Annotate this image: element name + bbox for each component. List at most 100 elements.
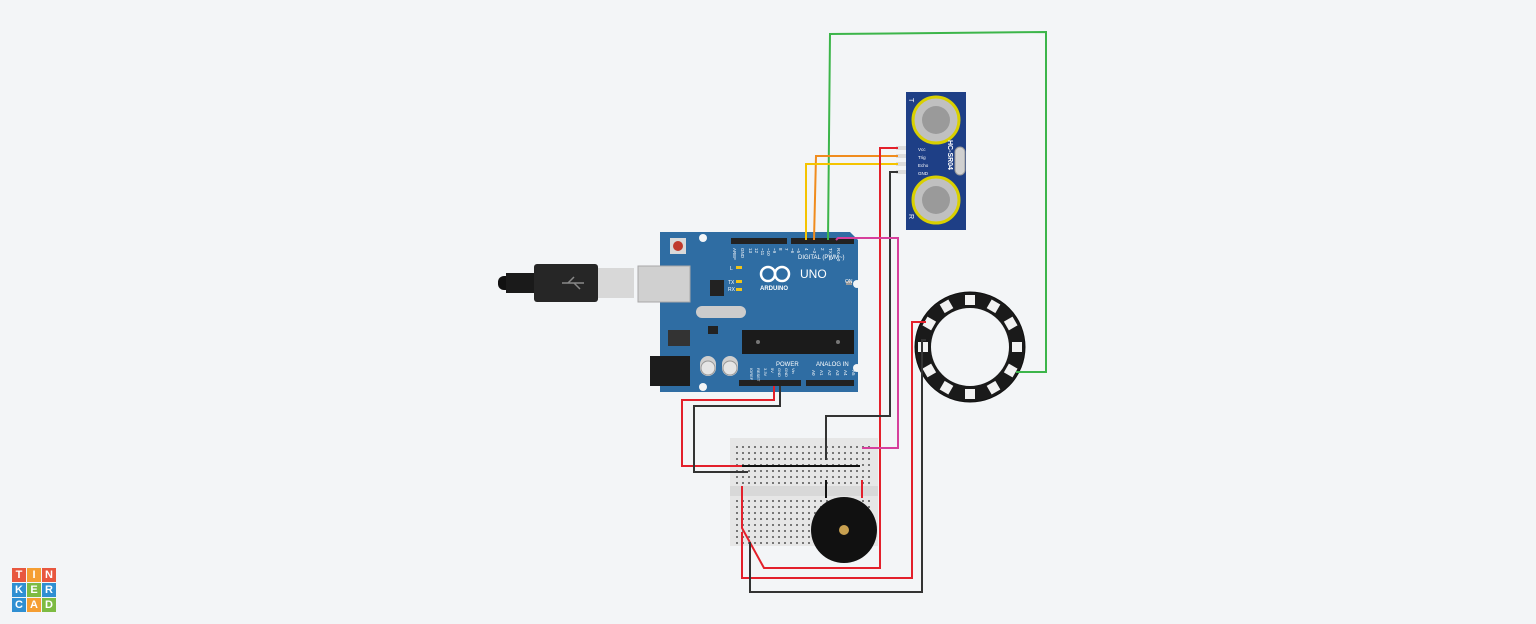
power-pin-label: 3.3V <box>763 368 768 377</box>
breadboard-hole <box>784 482 786 484</box>
breadboard-hole <box>742 458 744 460</box>
breadboard-hole <box>808 542 810 544</box>
breadboard-hole <box>754 542 756 544</box>
breadboard-hole <box>790 446 792 448</box>
neopixel-led <box>1003 316 1018 331</box>
breadboard-hole <box>748 506 750 508</box>
breadboard-hole <box>844 470 846 472</box>
breadboard-hole <box>766 518 768 520</box>
breadboard-hole <box>772 530 774 532</box>
breadboard-hole <box>742 452 744 454</box>
sensor-pin-label: Trig <box>918 155 926 160</box>
wire-black-sensor[interactable] <box>825 171 898 460</box>
breadboard-hole <box>772 452 774 454</box>
digital-pin-label: 12 <box>754 248 759 254</box>
breadboard-hole <box>790 536 792 538</box>
breadboard-hole <box>808 530 810 532</box>
breadboard-hole <box>814 446 816 448</box>
breadboard-hole <box>778 500 780 502</box>
arduino-uno-board[interactable] <box>637 232 861 392</box>
breadboard-hole <box>778 524 780 526</box>
breadboard-hole <box>802 452 804 454</box>
breadboard-hole <box>754 452 756 454</box>
neopixel-ring[interactable] <box>914 291 1026 403</box>
wire-red-sensor[interactable] <box>741 147 898 569</box>
breadboard-hole <box>796 524 798 526</box>
aref-pin-label: AREF <box>732 248 737 260</box>
breadboard-hole <box>766 458 768 460</box>
wire-yellow[interactable] <box>805 163 898 240</box>
breadboard-hole <box>736 476 738 478</box>
wire-red-ring[interactable] <box>741 321 926 579</box>
power-pin-label: 5V <box>770 368 775 373</box>
breadboard-hole <box>838 476 840 478</box>
wire-red-5v[interactable] <box>681 386 775 467</box>
breadboard-hole <box>838 470 840 472</box>
breadboard-hole <box>748 446 750 448</box>
power-pin-label: Vin <box>791 368 796 374</box>
breadboard-hole <box>736 518 738 520</box>
breadboard-hole <box>760 542 762 544</box>
breadboard-hole <box>748 482 750 484</box>
breadboard-hole <box>814 512 816 514</box>
analog-header-label: ANALOG IN <box>816 362 849 368</box>
breadboard-hole <box>772 470 774 472</box>
breadboard-hole <box>736 524 738 526</box>
sensor-pin-label: Echo <box>918 163 929 168</box>
breadboard-hole <box>796 506 798 508</box>
breadboard-hole <box>832 470 834 472</box>
breadboard-hole <box>784 536 786 538</box>
breadboard-hole <box>862 500 864 502</box>
breadboard-hole <box>790 482 792 484</box>
breadboard-hole <box>760 476 762 478</box>
usb-cable[interactable] <box>498 264 634 302</box>
wire-orange[interactable] <box>813 155 898 241</box>
wire-black-ring[interactable] <box>749 339 926 593</box>
breadboard-hole <box>814 458 816 460</box>
breadboard-hole <box>802 506 804 508</box>
breadboard-hole <box>808 524 810 526</box>
breadboard-hole <box>754 458 756 460</box>
logo-letter-d: D <box>42 598 56 612</box>
wire-green[interactable] <box>827 30 1047 373</box>
breadboard-hole <box>766 506 768 508</box>
sensor-model-label: HC-SR04 <box>946 140 953 170</box>
breadboard-hole <box>778 542 780 544</box>
breadboard-hole <box>784 530 786 532</box>
digital-pin-label: ~11 <box>760 248 765 256</box>
breadboard-hole <box>772 518 774 520</box>
wire-black-gnd[interactable] <box>693 386 781 473</box>
neopixel-led <box>965 295 975 305</box>
breadboard-hole <box>826 470 828 472</box>
breadboard-hole <box>736 536 738 538</box>
neopixel-led <box>939 299 954 314</box>
ultrasonic-sensor[interactable] <box>896 92 966 230</box>
breadboard-hole <box>802 512 804 514</box>
breadboard-hole <box>784 452 786 454</box>
breadboard-hole <box>760 452 762 454</box>
breadboard-hole <box>808 512 810 514</box>
breadboard-hole <box>760 446 762 448</box>
breadboard-hole <box>862 470 864 472</box>
breadboard-hole <box>796 536 798 538</box>
breadboard-hole <box>820 476 822 478</box>
wire-pink[interactable] <box>835 237 899 449</box>
breadboard-hole <box>802 470 804 472</box>
breadboard-hole <box>778 530 780 532</box>
sensor-pin-label: Vcc <box>918 147 926 152</box>
reset-button[interactable] <box>673 241 683 251</box>
logo-letter-t: T <box>12 568 26 582</box>
breadboard-hole <box>772 476 774 478</box>
breadboard-hole <box>856 476 858 478</box>
breadboard-hole <box>862 458 864 460</box>
breadboard-hole <box>802 458 804 460</box>
breadboard-hole <box>772 506 774 508</box>
piezo-buzzer[interactable] <box>811 497 877 563</box>
breadboard-hole <box>772 524 774 526</box>
breadboard-hole <box>778 476 780 478</box>
breadboard-hole <box>808 506 810 508</box>
breadboard-hole <box>868 458 870 460</box>
breadboard-hole <box>784 500 786 502</box>
